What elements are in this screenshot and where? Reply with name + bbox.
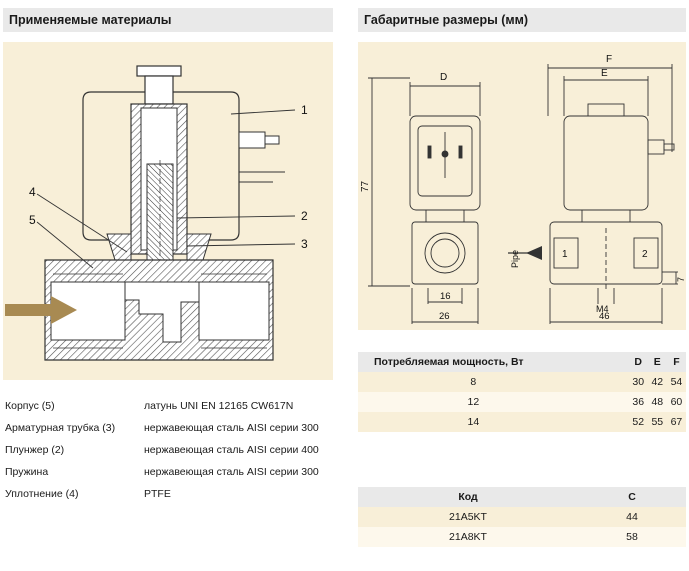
table-row: 21A5KT 44 xyxy=(358,507,686,527)
table-cell: 60 xyxy=(666,392,686,412)
table-cell: 8 xyxy=(358,372,629,392)
material-row: Пружина нержавеющая сталь AISI серии 300 xyxy=(5,463,335,481)
dim-m4-label: M4 xyxy=(596,304,609,314)
table-header-row: Код C xyxy=(358,487,686,507)
table-cell: 12 xyxy=(358,392,629,412)
dim-e-label: E xyxy=(601,68,608,79)
material-part: Плунжер (2) xyxy=(5,444,65,456)
table-cell: 48 xyxy=(647,392,667,412)
table-cell: 44 xyxy=(578,507,686,527)
callout-5: 5 xyxy=(29,213,36,227)
power-dimensions-table: Потребляемая мощность, Вт D E F 8 30 42 … xyxy=(358,352,686,432)
material-value: латунь UNI EN 12165 CW617N xyxy=(144,400,294,412)
code-table: Код C 21A5KT 44 21A8KT 58 xyxy=(358,487,686,547)
table-cell: 55 xyxy=(647,412,667,432)
header-f: F xyxy=(666,352,686,372)
table-row: 14 52 55 67 xyxy=(358,412,686,432)
pipe-label: Pipe xyxy=(510,250,520,268)
valve-cross-section-drawing: 1 2 3 4 5 xyxy=(5,65,308,361)
header-c: C xyxy=(578,487,686,507)
callout-2: 2 xyxy=(301,209,308,223)
port-2-label: 2 xyxy=(642,249,648,260)
table-cell: 42 xyxy=(647,372,667,392)
table-row: 12 36 48 60 xyxy=(358,392,686,412)
callout-3: 3 xyxy=(301,237,308,251)
table-cell: 54 xyxy=(666,372,686,392)
port-1-label: 1 xyxy=(562,249,568,260)
table-row: 21A8KT 58 xyxy=(358,527,686,547)
table-row: 8 30 42 54 xyxy=(358,372,686,392)
dim-7-label: 7 xyxy=(676,277,686,282)
table-cell: 21A8KT xyxy=(358,527,578,547)
material-row: Плунжер (2) нержавеющая сталь AISI серии… xyxy=(5,441,335,459)
table-cell: 14 xyxy=(358,412,629,432)
material-row: Уплотнение (4) PTFE xyxy=(5,485,335,503)
dim-f-label: F xyxy=(606,54,612,65)
table-header-row: Потребляемая мощность, Вт D E F xyxy=(358,352,686,372)
material-value: нержавеющая сталь AISI серии 300 xyxy=(144,466,319,478)
table-cell: 58 xyxy=(578,527,686,547)
callout-4: 4 xyxy=(29,185,36,199)
material-value: нержавеющая сталь AISI серии 300 xyxy=(144,422,319,434)
dimension-drawing: D F E 77 16 26 46 M4 7 Pipe 1 2 xyxy=(360,54,686,324)
material-row: Арматурная трубка (3) нержавеющая сталь … xyxy=(5,419,335,437)
material-part: Уплотнение (4) xyxy=(5,488,79,500)
dim-77-label: 77 xyxy=(360,180,371,192)
table-cell: 21A5KT xyxy=(358,507,578,527)
dimensions-title: Габаритные размеры (мм) xyxy=(364,13,529,27)
header-power: Потребляемая мощность, Вт xyxy=(358,352,629,372)
header-e: E xyxy=(647,352,667,372)
dim-16-label: 16 xyxy=(440,291,451,302)
header-d: D xyxy=(628,352,648,372)
dim-46-label: 46 xyxy=(599,311,610,322)
table-cell: 52 xyxy=(628,412,648,432)
dimension-drawing-panel: D F E 77 16 26 46 M4 7 Pipe 1 2 xyxy=(358,42,686,330)
callout-1: 1 xyxy=(301,103,308,117)
table-cell: 30 xyxy=(628,372,648,392)
table-cell: 36 xyxy=(628,392,648,412)
header-code: Код xyxy=(358,487,578,507)
material-value: нержавеющая сталь AISI серии 400 xyxy=(144,444,319,456)
materials-header: Применяемые материалы xyxy=(3,8,333,32)
cross-section-panel: 1 2 3 4 5 xyxy=(3,42,333,380)
dimensions-header: Габаритные размеры (мм) xyxy=(358,8,686,32)
material-row: Корпус (5) латунь UNI EN 12165 CW617N xyxy=(5,397,335,415)
materials-title: Применяемые материалы xyxy=(9,13,172,27)
material-part: Корпус (5) xyxy=(5,400,55,412)
dim-26-label: 26 xyxy=(439,311,450,322)
dim-d-label: D xyxy=(440,72,447,83)
material-part: Арматурная трубка (3) xyxy=(5,422,116,434)
material-part: Пружина xyxy=(5,466,49,478)
table-cell: 67 xyxy=(666,412,686,432)
material-value: PTFE xyxy=(144,488,171,500)
